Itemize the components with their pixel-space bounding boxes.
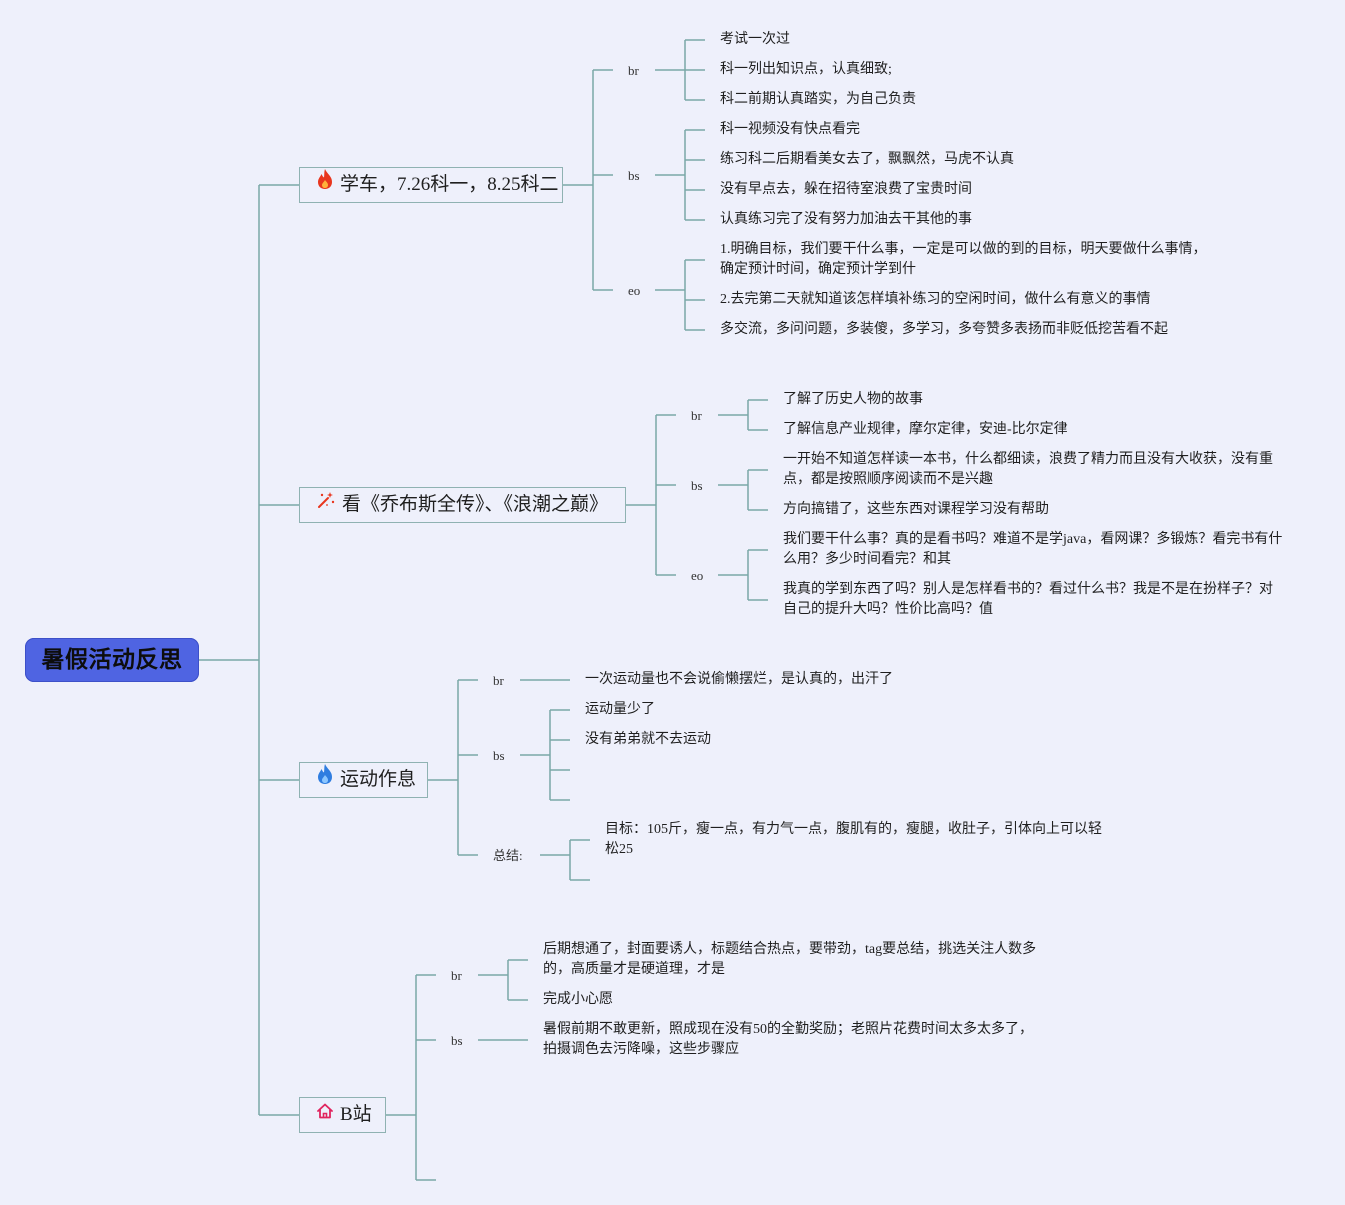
leaf-item[interactable]: 我们要干什么事？真的是看书吗？难道不是学java，看网课？多锻炼？看完书有什么用… (783, 532, 1283, 567)
flame-icon (316, 763, 334, 797)
topic-title: 运动作息 (340, 769, 417, 790)
leaf-item[interactable]: 科二前期认真踏实，为自己负责 (720, 92, 916, 107)
leaf-item[interactable]: 1.明确目标，我们要干什么事，一定是可以做的到的目标，明天要做什么事情，确定预计… (720, 242, 1207, 277)
leaf-item[interactable]: 练习科二后期看美女去了，飘飘然，马虎不认真 (720, 152, 1014, 167)
group-label-br: br (493, 673, 504, 688)
topic-title: 看《乔布斯全传》、《浪潮之巅》 (342, 494, 609, 515)
leaf-item[interactable]: 完成小心愿 (543, 992, 613, 1007)
topic-title: B站 (340, 1104, 372, 1125)
leaf-item[interactable]: 暑假前期不敢更新，照成现在没有50的全勤奖励；老照片花费时间太多太多了，拍摄调色… (543, 1022, 1033, 1057)
root-topic[interactable]: 暑假活动反思 (25, 638, 199, 682)
group-label-bs: bs (451, 1033, 463, 1048)
leaf-item[interactable]: 一次运动量也不会说偷懒摆烂，是认真的，出汗了 (585, 672, 893, 687)
topic-bilibili[interactable]: B站 (299, 1097, 386, 1133)
home-icon (316, 1098, 334, 1132)
group-label-summary: 总结: (493, 848, 523, 863)
leaf-item[interactable]: 我真的学到东西了吗？别人是怎样看书的？看过什么书？我是不是在扮样子？对自己的提升… (783, 582, 1273, 617)
leaf-item[interactable]: 科一视频没有快点看完 (720, 122, 860, 137)
leaf-item[interactable]: 一开始不知道怎样读一本书，什么都细读，浪费了精力而且没有大收获，没有重点，都是按… (783, 452, 1273, 487)
leaf-item[interactable]: 运动量少了 (585, 702, 655, 717)
group-label-eo: eo (628, 283, 641, 298)
leaf-item[interactable]: 认真练习完了没有努力加油去干其他的事 (720, 212, 972, 227)
topic-reading[interactable]: 看《乔布斯全传》、《浪潮之巅》 (299, 487, 626, 523)
topic-learn-driving[interactable]: 学车，7.26科一，8.25科二 (299, 167, 563, 203)
group-label-bs: bs (691, 478, 703, 493)
leaf-item[interactable]: 后期想通了，封面要诱人，标题结合热点，要带劲，tag要总结，挑选关注人数多的，高… (543, 942, 1037, 977)
group-label-bs: bs (628, 168, 640, 183)
leaf-item[interactable]: 没有早点去，躲在招待室浪费了宝贵时间 (720, 182, 972, 197)
leaf-item[interactable]: 了解了历史人物的故事 (783, 392, 923, 407)
leaf-item[interactable]: 科一列出知识点，认真细致; (720, 62, 892, 77)
leaf-item[interactable]: 没有弟弟就不去运动 (585, 732, 711, 747)
group-label-br: br (691, 408, 702, 423)
leaf-item[interactable]: 了解信息产业规律，摩尔定律，安迪-比尔定律 (783, 422, 1068, 437)
leaf-item[interactable]: 多交流，多问问题，多装傻，多学习，多夸赞多表扬而非贬低挖苦看不起 (720, 322, 1168, 337)
leaf-item[interactable]: 方向搞错了，这些东西对课程学习没有帮助 (783, 502, 1049, 517)
group-label-br: br (628, 63, 639, 78)
topic-title: 学车，7.26科一，8.25科二 (340, 174, 559, 195)
leaf-item[interactable]: 考试一次过 (720, 32, 790, 47)
magic-wand-icon (316, 488, 336, 522)
group-label-bs: bs (493, 748, 505, 763)
group-label-br: br (451, 968, 462, 983)
leaf-item[interactable]: 目标：105斤，瘦一点，有力气一点，腹肌有的，瘦腿，收肚子，引体向上可以轻松25 (605, 822, 1102, 857)
topic-exercise[interactable]: 运动作息 (299, 762, 428, 798)
group-label-eo: eo (691, 568, 704, 583)
leaf-item[interactable]: 2.去完第二天就知道该怎样填补练习的空闲时间，做什么有意义的事情 (720, 292, 1151, 307)
fire-icon (316, 168, 334, 202)
